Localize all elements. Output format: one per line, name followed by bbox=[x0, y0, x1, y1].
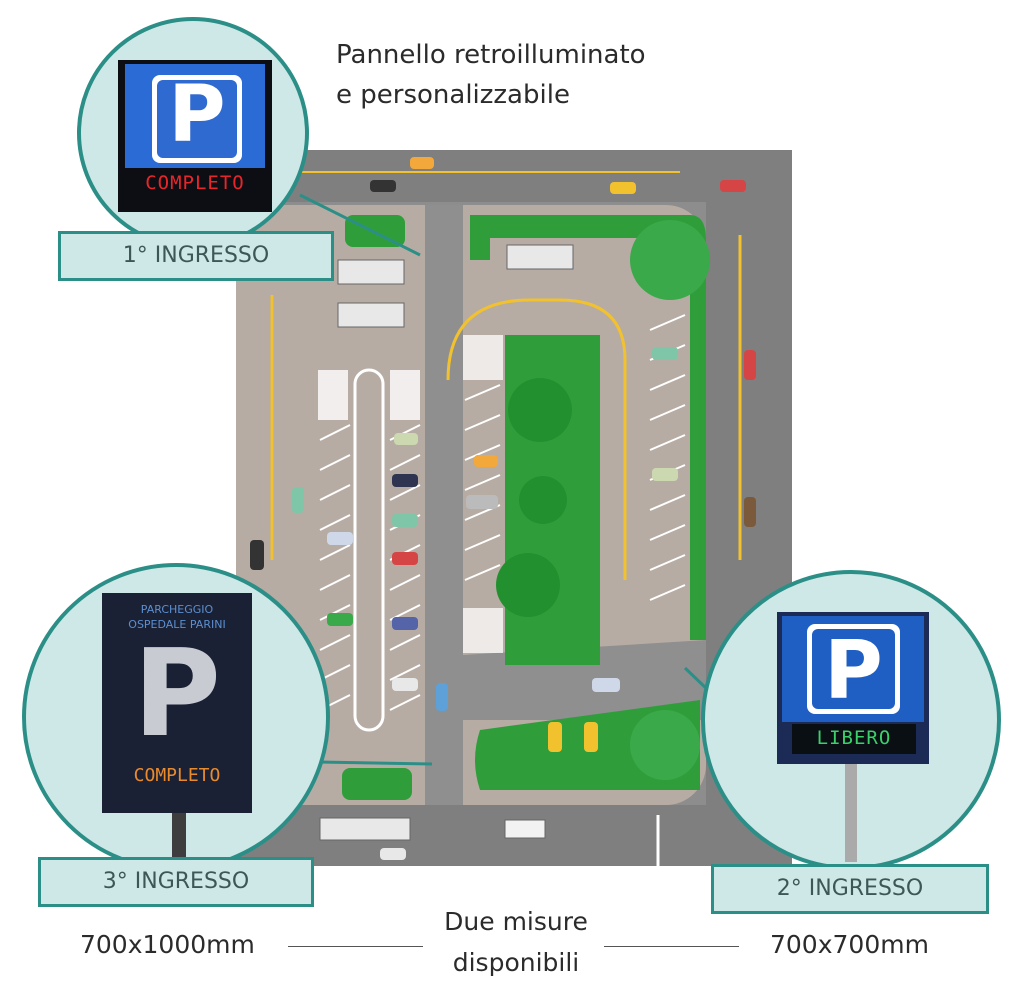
sign-3-led-display: COMPLETO bbox=[133, 765, 221, 786]
curved-lane bbox=[446, 298, 627, 580]
truck bbox=[319, 817, 411, 841]
size-middle-line-1: Due misure bbox=[444, 907, 588, 936]
size-divider-right bbox=[604, 946, 739, 947]
hatched-island bbox=[390, 370, 420, 420]
size-middle-line-2: disponibili bbox=[452, 948, 580, 977]
sign-2-panel bbox=[777, 612, 929, 862]
title-line-1: Pannello retroilluminato bbox=[336, 40, 646, 70]
central-aisle bbox=[425, 205, 463, 805]
parking-stalls bbox=[319, 314, 686, 711]
callout-line bbox=[317, 760, 433, 766]
sign-3-entry-label: 3° INGRESSO bbox=[38, 857, 314, 907]
sign-3-header-line-2: OSPEDALE PARINI bbox=[128, 618, 226, 631]
tree bbox=[630, 220, 710, 300]
green-bed bbox=[342, 768, 412, 800]
size-left: 700x1000mm bbox=[80, 930, 255, 959]
tree bbox=[508, 378, 572, 442]
sign-2-letter: P bbox=[824, 624, 883, 717]
tree bbox=[519, 476, 567, 524]
truck bbox=[337, 302, 405, 328]
ambulance bbox=[504, 819, 546, 839]
sign-1-letter: P bbox=[168, 70, 226, 160]
divider-island bbox=[353, 368, 385, 732]
callout-line bbox=[683, 666, 710, 692]
hatched-island bbox=[318, 370, 348, 420]
sign-3-header-line-1: PARCHEGGIO bbox=[140, 603, 214, 616]
hatched-island bbox=[463, 335, 503, 380]
sign-3-letter: P bbox=[133, 625, 221, 764]
sign-2-led-display: LIBERO bbox=[816, 727, 892, 749]
sign-1-entry-label: 1° INGRESSO bbox=[58, 231, 334, 281]
hatched-island bbox=[463, 608, 503, 653]
title-line-2: e personalizzabile bbox=[336, 80, 570, 110]
tree bbox=[630, 710, 700, 780]
size-right: 700x700mm bbox=[770, 930, 929, 959]
sign-2-entry-label: 2° INGRESSO bbox=[711, 864, 989, 914]
tree bbox=[496, 553, 560, 617]
cars bbox=[250, 157, 756, 860]
callout-line bbox=[299, 193, 421, 257]
truck bbox=[337, 259, 405, 285]
sign-1-led-display: COMPLETO bbox=[145, 172, 245, 194]
sign-1-panel bbox=[118, 60, 272, 212]
top-road bbox=[236, 150, 792, 202]
size-divider-left bbox=[288, 946, 423, 947]
sign-3-panel bbox=[102, 593, 252, 858]
truck bbox=[506, 244, 574, 270]
